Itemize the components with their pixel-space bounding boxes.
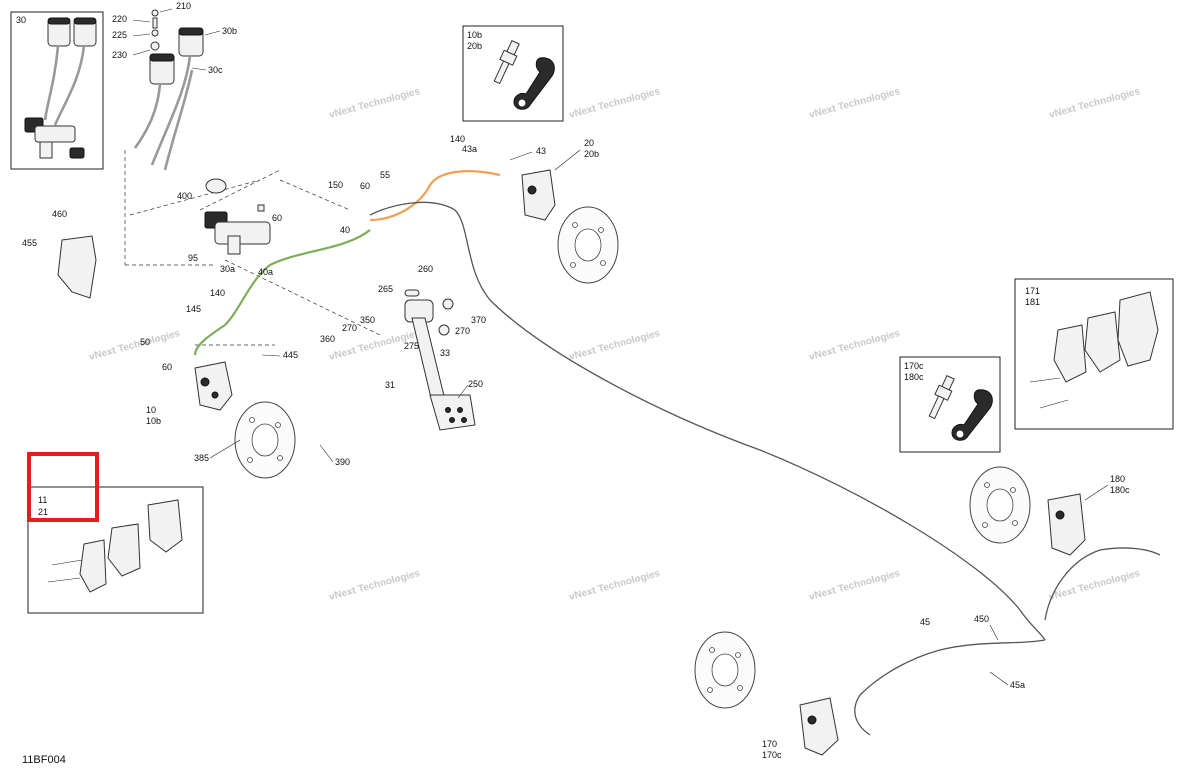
callout-31: 31 [385,380,395,390]
watermark: vNext Technologies [328,568,422,603]
callout-400: 400 [177,191,192,201]
callouts: 210 220 225 230 30b 30c 400 60 95 30a 40… [22,1,1130,766]
rear-left-brake [694,631,839,756]
callout-60: 60 [360,181,370,191]
callout-460: 460 [52,209,67,219]
callout-385: 385 [194,453,209,463]
callout-10: 10 [146,405,156,415]
callout-370: 370 [471,315,486,325]
inset-170c-label: 170c [904,361,924,371]
callout-60: 60 [162,362,172,372]
watermark: vNext Technologies [808,328,902,363]
callout-50: 50 [140,337,150,347]
reservoir-group [133,9,204,171]
callout-140: 140 [450,134,465,144]
callout-33: 33 [440,348,450,358]
inset-20b-label: 20b [467,41,482,51]
callout-55: 55 [380,170,390,180]
watermark: vNext Technologies [808,86,902,121]
callout-30b: 30b [222,26,237,36]
front-right-brake [521,169,619,284]
callout-455: 455 [22,238,37,248]
callout-30c: 30c [208,65,223,75]
watermark: vNext Technologies [328,86,422,121]
inset-181-label: 181 [1025,297,1040,307]
callout-250: 250 [468,379,483,389]
dashed-lines [124,150,381,346]
brake-pedal [404,289,476,431]
callout-20b: 20b [584,149,599,159]
callout-45a: 45a [1010,680,1025,690]
callout-390: 390 [335,457,350,467]
leader-lines [132,8,1109,686]
callout-20: 20 [584,138,594,148]
drawing-code: 11BF004 [22,754,66,766]
watermark: vNext Technologies [1048,86,1142,121]
callout-170: 170 [762,739,777,749]
callout-260: 260 [418,264,433,274]
inset-11-label: 11 [38,495,47,505]
rear-right-line [1044,547,1161,621]
inset-10b-label: 10b [467,30,482,40]
callout-180c: 180c [1110,485,1130,495]
callout-43a: 43a [462,144,477,154]
callout-225: 225 [112,30,127,40]
inset-21-label: 21 [38,507,48,517]
callout-40: 40 [340,225,350,235]
master-cylinder [204,178,271,255]
rear-right-brake [969,466,1086,556]
callout-180: 180 [1110,474,1125,484]
callout-10b: 10b [146,416,161,426]
inset-front-brake-pads: 11 21 [27,486,204,614]
watermark: vNext Technologies [568,328,662,363]
callout-220: 220 [112,14,127,24]
callout-210: 210 [176,1,191,11]
inset-bleeder-front: 10b 20b [462,25,564,122]
watermark: vNext Technologies [808,568,902,603]
callout-270: 270 [342,323,357,333]
callout-140: 140 [210,288,225,298]
callout-445: 445 [283,350,298,360]
callout-170c: 170c [762,750,782,760]
watermark: vNext Technologies [568,568,662,603]
orange-brake-line [369,170,501,222]
callout-230: 230 [112,50,127,60]
callout-60: 60 [272,213,282,223]
bracket-455 [57,235,97,299]
watermark: vNext Technologies [568,86,662,121]
watermark: vNext Technologies [1048,568,1142,603]
highlight-box [27,452,99,522]
main-brake-line [369,201,1046,641]
inset-rear-brake-pads: 171 181 [1014,278,1174,430]
inset-171-label: 171 [1025,286,1040,296]
callout-145: 145 [186,304,201,314]
front-left-brake [194,361,296,479]
callout-95: 95 [188,253,198,263]
rear-brake-line [854,639,1046,736]
inset-30-label: 30 [16,15,26,25]
callout-30a: 30a [220,264,235,274]
inset-180c-label: 180c [904,372,924,382]
callout-450: 450 [974,614,989,624]
callout-275: 275 [404,341,419,351]
watermark: vNext Technologies [88,328,182,363]
callout-150: 150 [328,180,343,190]
callout-360: 360 [320,334,335,344]
inset-bleeder-rear: 170c 180c [899,356,1001,453]
callout-45: 45 [920,617,930,627]
callout-270: 270 [455,326,470,336]
callout-43: 43 [536,146,546,156]
inset-master-cylinder: 30 [10,11,104,170]
callout-265: 265 [378,284,393,294]
green-brake-line [193,229,371,356]
callout-40a: 40a [258,267,273,277]
callout-350: 350 [360,315,375,325]
